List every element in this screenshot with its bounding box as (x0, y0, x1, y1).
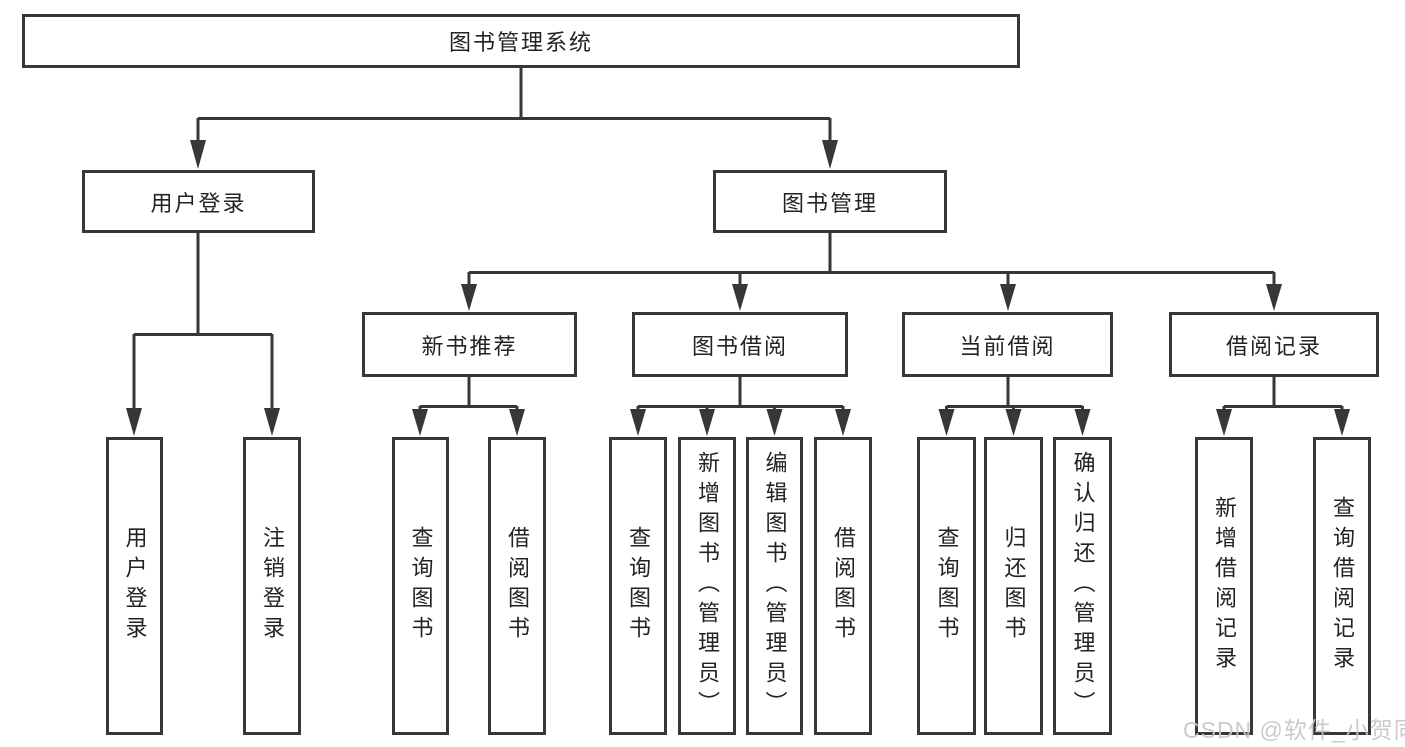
node-current-borrowing: 当前借阅 (902, 312, 1113, 377)
node-query-books: 查询图书 (917, 437, 976, 735)
node-label: 用户登录 (122, 526, 148, 646)
node-label: 注销登录 (260, 526, 285, 646)
node-return-books: 归还图书 (984, 437, 1043, 735)
node-label: 查询图书 (934, 526, 960, 646)
node-borrowing-records: 借阅记录 (1169, 312, 1379, 377)
node-label: 新增借阅记录 (1212, 496, 1237, 676)
node-label: 编辑图书（管理员） (762, 451, 788, 721)
node-edit-books-admin: 编辑图书（管理员） (746, 437, 803, 735)
node-user-login-branch: 用户登录 (82, 170, 315, 233)
node-label: 查询图书 (408, 526, 434, 646)
node-book-management: 图书管理 (713, 170, 947, 233)
node-user-login: 用户登录 (106, 437, 163, 735)
node-borrow-books: 借阅图书 (814, 437, 872, 735)
node-add-books-admin: 新增图书（管理员） (678, 437, 736, 735)
node-query-books: 查询图书 (609, 437, 667, 735)
arrowhead-icons (126, 140, 1350, 436)
node-borrow-books: 借阅图书 (488, 437, 546, 735)
node-new-book-recommendation: 新书推荐 (362, 312, 577, 377)
node-logout-login: 注销登录 (243, 437, 301, 735)
node-label: 查询借阅记录 (1330, 496, 1355, 676)
node-label: 借阅图书 (831, 526, 856, 646)
node-library-management-system: 图书管理系统 (22, 14, 1020, 68)
node-query-borrow-record: 查询借阅记录 (1313, 437, 1371, 735)
node-label: 查询图书 (626, 526, 651, 646)
node-label: 确认归还（管理员） (1070, 451, 1096, 721)
node-query-books: 查询图书 (392, 437, 449, 735)
node-label: 借阅图书 (505, 526, 530, 646)
node-book-borrowing: 图书借阅 (632, 312, 848, 377)
node-confirm-return-admin: 确认归还（管理员） (1053, 437, 1112, 735)
csdn-watermark: CSDN @软件_小贺同学 (1183, 717, 1405, 743)
node-add-borrow-record: 新增借阅记录 (1195, 437, 1253, 735)
node-label: 新增图书（管理员） (695, 451, 720, 721)
node-label: 归还图书 (1001, 526, 1027, 646)
